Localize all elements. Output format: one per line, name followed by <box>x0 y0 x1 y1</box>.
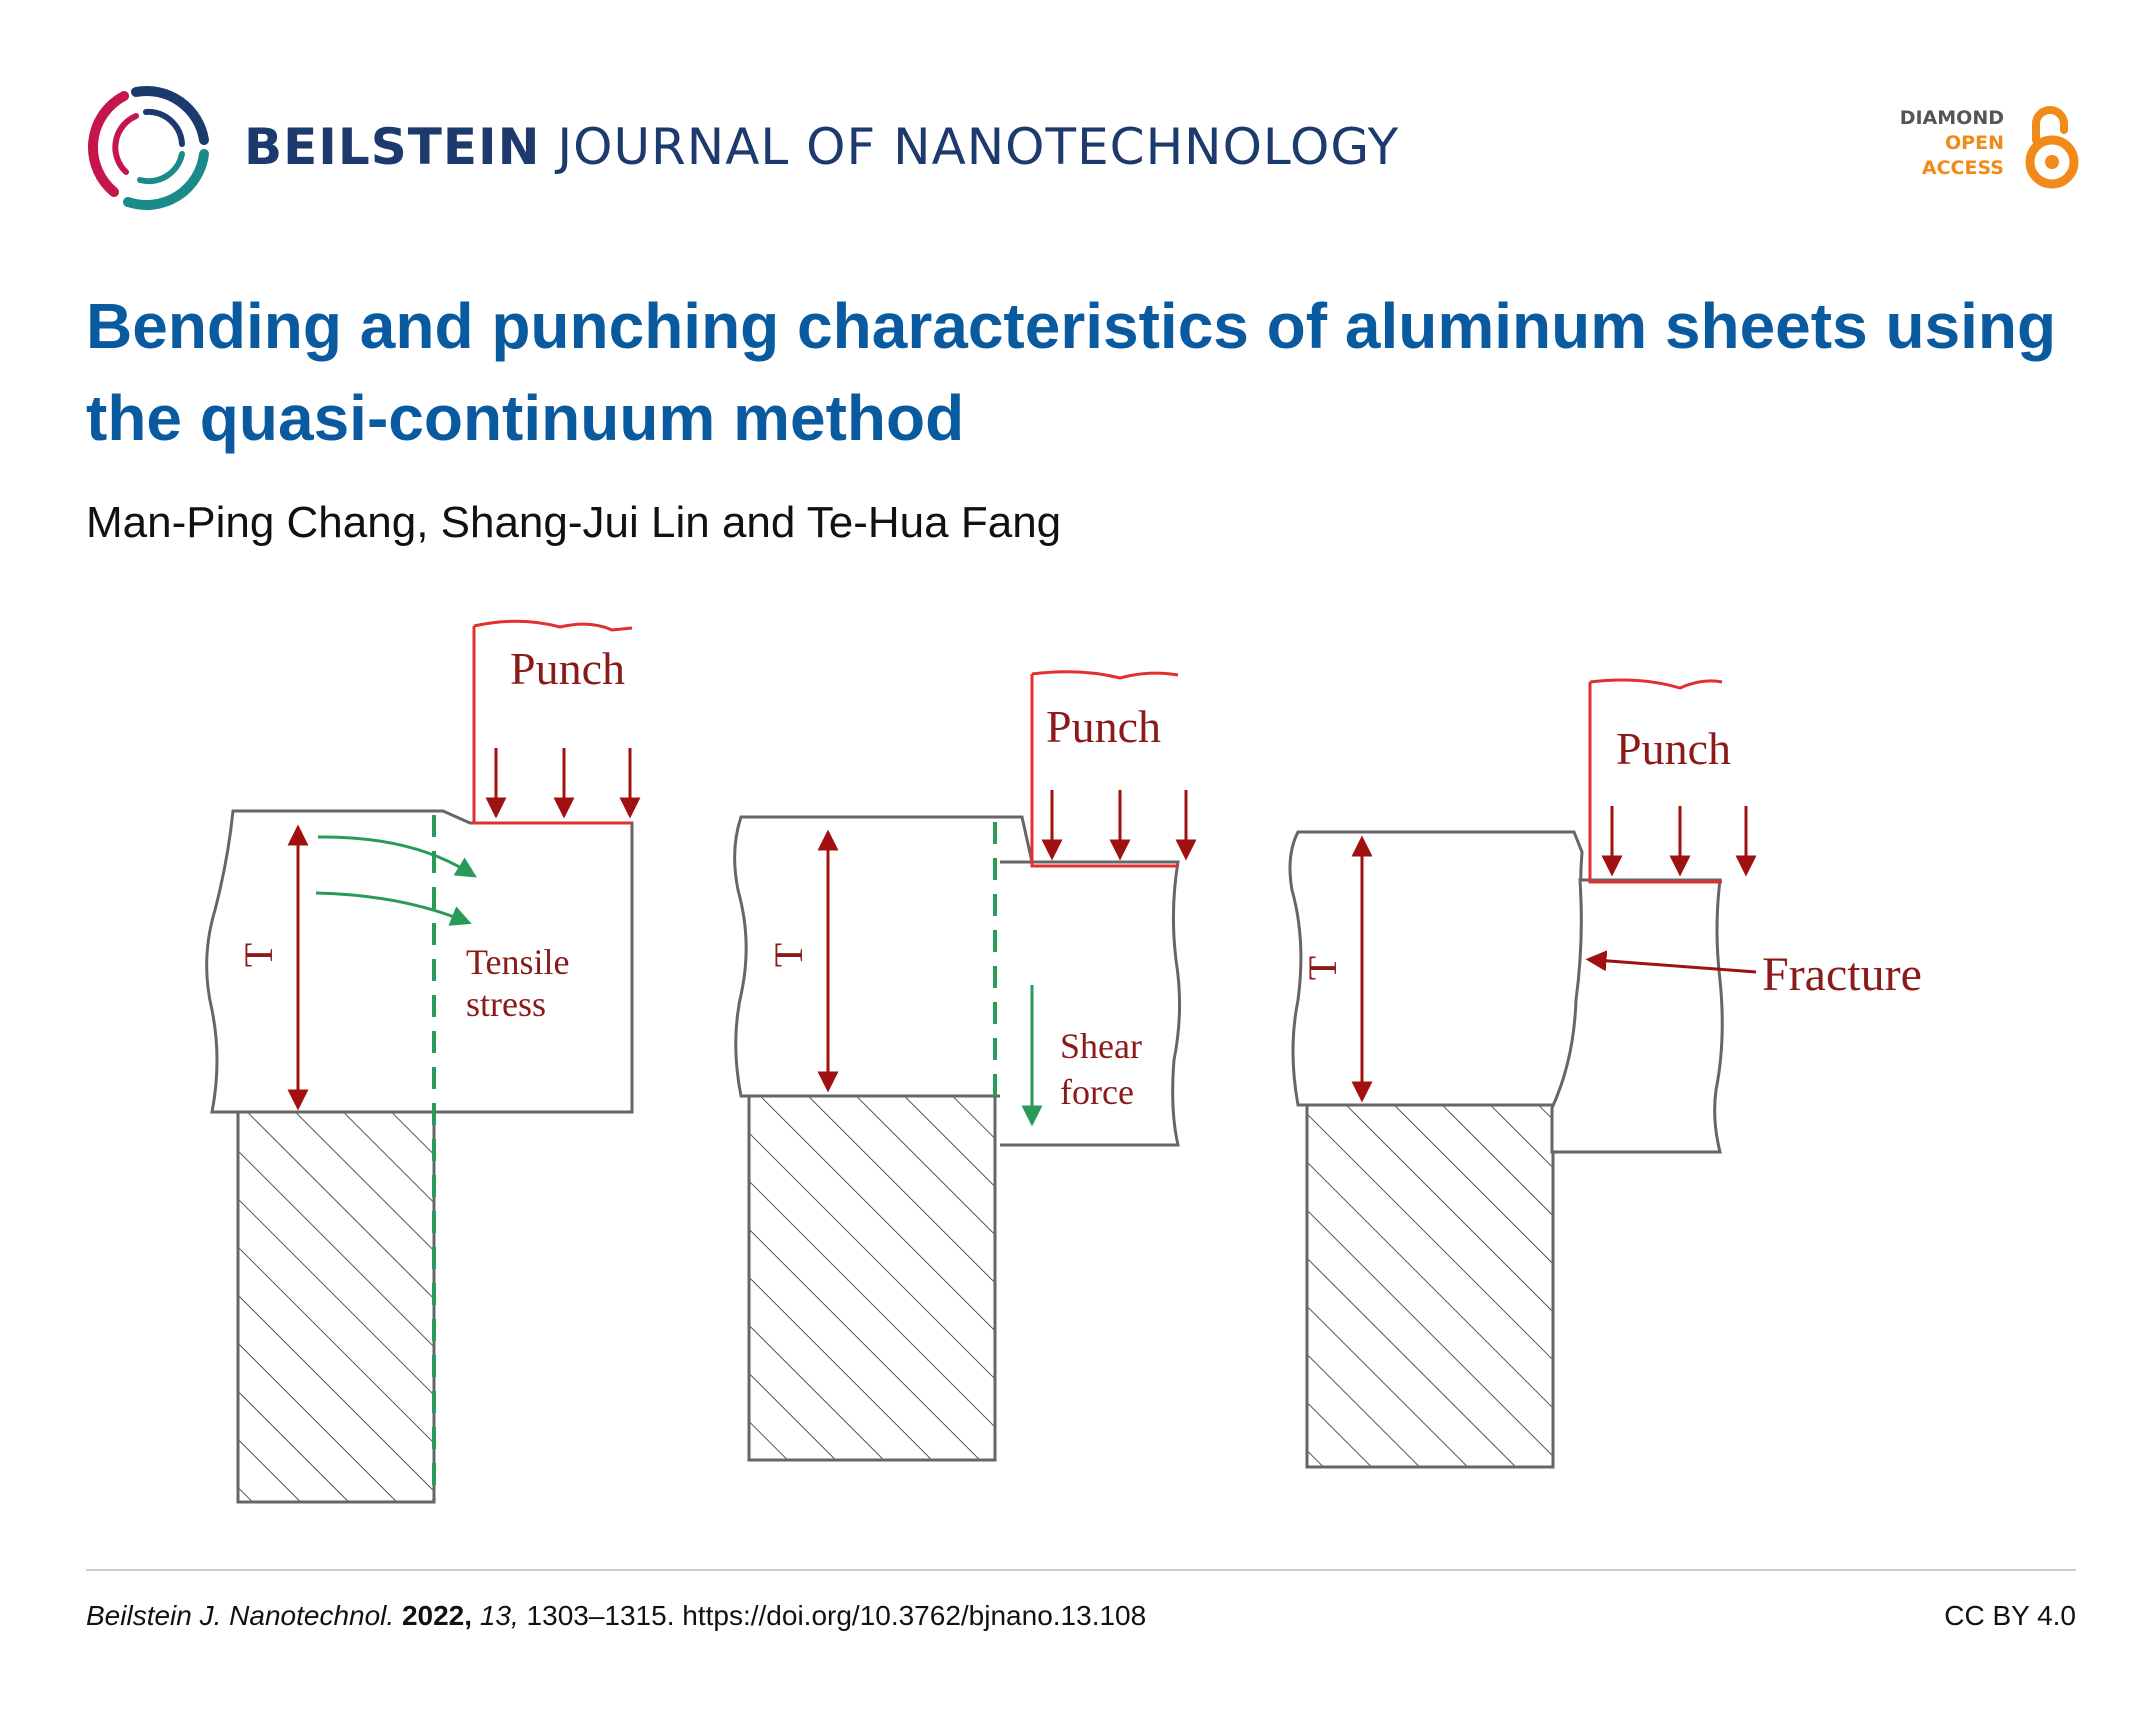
panel-3-annotation-line1: Fracture <box>1762 948 1922 1001</box>
badge-line-access: ACCESS <box>1921 157 2004 179</box>
panel-1-thickness-label: T <box>236 943 281 967</box>
panel-1-stress-arrow <box>315 891 472 926</box>
panel-2-die <box>747 1094 997 1462</box>
panel-1-annotation-line2: stress <box>466 984 546 1024</box>
panel-3: Punch T Fracture <box>1288 678 1922 1469</box>
journal-name-rest: JOURNAL OF NANOTECHNOLOGY <box>557 118 1400 176</box>
panel-1-punch <box>472 619 633 825</box>
journal-name-bold: BEILSTEIN <box>244 118 541 176</box>
panel-2-punch <box>1030 670 1179 868</box>
article-title: Bending and punching characteristics of … <box>86 290 2057 454</box>
panel-1-die <box>236 1110 436 1504</box>
citation-journal: Beilstein J. Nanotechnol. <box>86 1600 395 1631</box>
panel-3-sheet-right <box>1550 878 1724 1154</box>
panel-2-annotation-line2: force <box>1060 1072 1134 1112</box>
panel-1-annotation-line1: Tensile <box>466 942 569 982</box>
badge-line-diamond: DIAMOND <box>1899 107 2004 129</box>
open-access-badge: DIAMOND OPEN ACCESS <box>1892 104 2082 190</box>
panel-1: Punch T Tensile stress <box>205 619 641 1504</box>
panel-3-fracture-arrow <box>1585 950 1757 974</box>
open-access-lock-icon <box>2025 106 2079 189</box>
footer-divider <box>86 1569 2076 1571</box>
citation-year: 2022, <box>401 1600 473 1631</box>
citation: Beilstein J. Nanotechnol. 2022, 13, 1303… <box>86 1600 1146 1632</box>
panel-3-die <box>1305 1103 1555 1469</box>
license-label: CC BY 4.0 <box>1944 1600 2076 1631</box>
panel-1-punch-label: Punch <box>510 643 625 694</box>
panel-3-punch <box>1588 678 1723 884</box>
panel-3-punch-label: Punch <box>1616 723 1731 774</box>
panel-2-annotation-line1: Shear <box>1060 1026 1142 1066</box>
journal-name: BEILSTEIN JOURNAL OF NANOTECHNOLOGY <box>244 118 1399 176</box>
panel-1-stress-arrow <box>317 835 477 878</box>
badge-line-open: OPEN <box>1945 132 2004 154</box>
panel-2: Punch T Shear force <box>733 670 1197 1462</box>
journal-logo-icon <box>88 86 209 210</box>
panel-2-thickness-label: T <box>766 943 811 967</box>
article-authors: Man-Ping Chang, Shang-Jui Lin and Te-Hua… <box>86 498 1062 547</box>
panel-2-sheet-right <box>1000 860 1182 1147</box>
citation-pages-doi[interactable]: 1303–1315. https://doi.org/10.3762/bjnan… <box>526 1600 1147 1631</box>
panel-1-sheet <box>205 809 634 1114</box>
panel-2-punch-label: Punch <box>1046 701 1161 752</box>
citation-volume: 13, <box>479 1600 519 1631</box>
panel-3-thickness-label: T <box>1300 956 1345 980</box>
panel-2-sheet-left <box>733 815 1038 1098</box>
